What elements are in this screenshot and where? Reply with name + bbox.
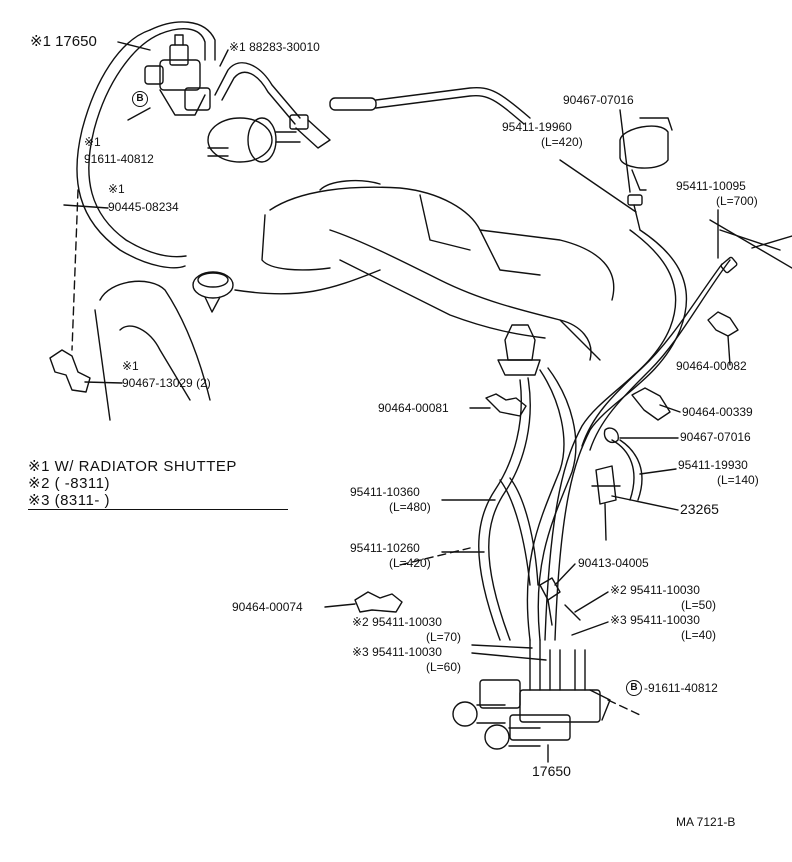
label-95411-10030-d: ※3 95411-10030 (352, 645, 442, 659)
label-90467-07016-top: 90467-07016 (563, 93, 634, 107)
legend-row-3: ※3 (8311- ) (28, 492, 288, 510)
label-90464-00339: 90464-00339 (682, 405, 753, 419)
label-95411-10030-a: ※2 95411-10030 (610, 583, 700, 597)
label-95411-10030-b-length: (L=40) (681, 628, 717, 642)
label-91611-mark: ※1 (84, 135, 101, 149)
label-23265: 23265 (680, 501, 719, 517)
legend-row-1: ※1 W/ RADIATOR SHUTTEP (28, 458, 288, 475)
legend-mark-2: ※2 (28, 475, 50, 492)
label-95411-10360: 95411-10360 (350, 485, 420, 499)
legend-text-3: (8311- ) (54, 492, 111, 509)
label-90445-08234: 90445-08234 (108, 200, 179, 214)
figure-reference: MA 7121-B (676, 815, 736, 829)
label-95411-10260-length: (L=420) (389, 556, 431, 570)
label-17650-top: ※1 17650 (30, 33, 97, 50)
label-95411-10030-b: ※3 95411-10030 (610, 613, 700, 627)
label-90413-04005: 90413-04005 (578, 556, 649, 570)
label-17650-bottom: 17650 (532, 763, 571, 779)
legend-mark-1: ※1 (28, 458, 50, 475)
vsv-top-body (159, 59, 201, 91)
label-88283-30010: ※1 88283-30010 (229, 40, 320, 54)
label-90464-00074: 90464-00074 (232, 600, 303, 614)
label-91611-40812-bottom: -91611-40812 (644, 681, 718, 695)
label-95411-10030-c-length: (L=70) (426, 630, 462, 644)
label-90467-13029-mark: ※1 (122, 359, 139, 373)
label-90467-13029: 90467-13029 (2) (122, 376, 211, 390)
label-95411-10095: 95411-10095 (676, 179, 746, 193)
label-95411-19930-length: (L=140) (717, 473, 759, 487)
label-91611-40812: 91611-40812 (84, 152, 154, 166)
legend-text-2: ( -8311) (54, 475, 111, 492)
label-95411-19960: 95411-19960 (502, 120, 572, 134)
label-90464-00082: 90464-00082 (676, 359, 747, 373)
label-95411-10095-length: (L=700) (716, 194, 758, 208)
label-95411-10030-a-length: (L=50) (681, 598, 717, 612)
legend: ※1 W/ RADIATOR SHUTTEP ※2 ( -8311) ※3 (8… (28, 458, 288, 510)
label-95411-19930: 95411-19930 (678, 458, 748, 472)
label-95411-10030-d-length: (L=60) (426, 660, 462, 674)
legend-row-2: ※2 ( -8311) (28, 475, 288, 492)
legend-text-1: W/ RADIATOR SHUTTEP (54, 458, 237, 475)
circle-b-marker-bottom: B (626, 680, 642, 696)
label-95411-10030-c: ※2 95411-10030 (352, 615, 442, 629)
circle-b-marker-top: B (132, 91, 148, 107)
label-95411-19960-length: (L=420) (541, 135, 583, 149)
label-90464-00081: 90464-00081 (378, 401, 449, 415)
legend-mark-3: ※3 (28, 492, 50, 509)
label-95411-10360-length: (L=480) (389, 500, 431, 514)
label-90467-07016-mid: 90467-07016 (680, 430, 751, 444)
label-95411-10260: 95411-10260 (350, 541, 420, 555)
label-90445-mark: ※1 (108, 182, 125, 196)
